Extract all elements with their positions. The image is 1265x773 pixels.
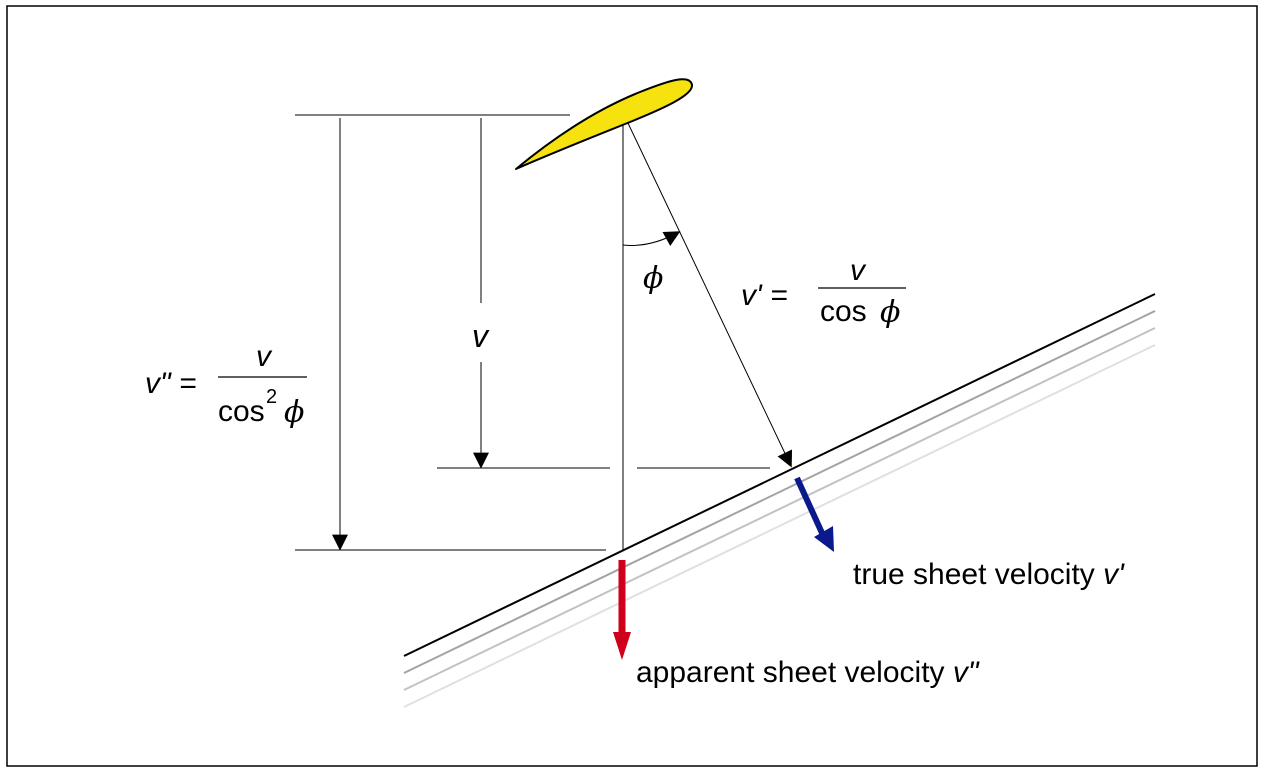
v-prime-denominator-cos: cos bbox=[820, 295, 867, 328]
v-prime-lhs: v' = bbox=[741, 279, 788, 312]
sheet-line-4 bbox=[403, 344, 1156, 708]
v-prime-arrow bbox=[626, 120, 793, 468]
apparent-velocity-arrow bbox=[613, 560, 631, 660]
v-prime-numerator: v bbox=[850, 254, 867, 287]
moving-sheet bbox=[403, 293, 1156, 708]
sheet-line-2 bbox=[403, 310, 1156, 674]
phi-angle-arc bbox=[622, 231, 681, 246]
true-velocity-arrow bbox=[794, 476, 834, 552]
sheet-line-front bbox=[403, 293, 1156, 657]
v-prime-denominator-phi: ϕ bbox=[880, 295, 900, 330]
v-double-prime-formula: v" = v cos 2 ϕ bbox=[145, 340, 307, 430]
phi-label: ϕ bbox=[643, 261, 663, 296]
frame-border bbox=[6, 5, 1258, 767]
v-double-prime-denominator-phi: ϕ bbox=[284, 395, 304, 430]
apparent-sheet-velocity-label: apparent sheet velocity v" bbox=[636, 656, 980, 689]
true-sheet-velocity-label: true sheet velocity v' bbox=[853, 558, 1125, 591]
sheet-line-3 bbox=[403, 327, 1156, 691]
airfoil-shape bbox=[515, 78, 693, 170]
reference-lines bbox=[295, 114, 770, 551]
v-double-prime-numerator: v bbox=[256, 340, 273, 373]
v-prime-formula: v' = v cos ϕ bbox=[741, 254, 906, 330]
v-double-prime-lhs: v" = bbox=[145, 367, 197, 400]
v-double-prime-denominator-exp: 2 bbox=[266, 386, 277, 408]
v-double-prime-denominator-cos: cos bbox=[218, 395, 265, 428]
v-label: v bbox=[472, 318, 490, 354]
